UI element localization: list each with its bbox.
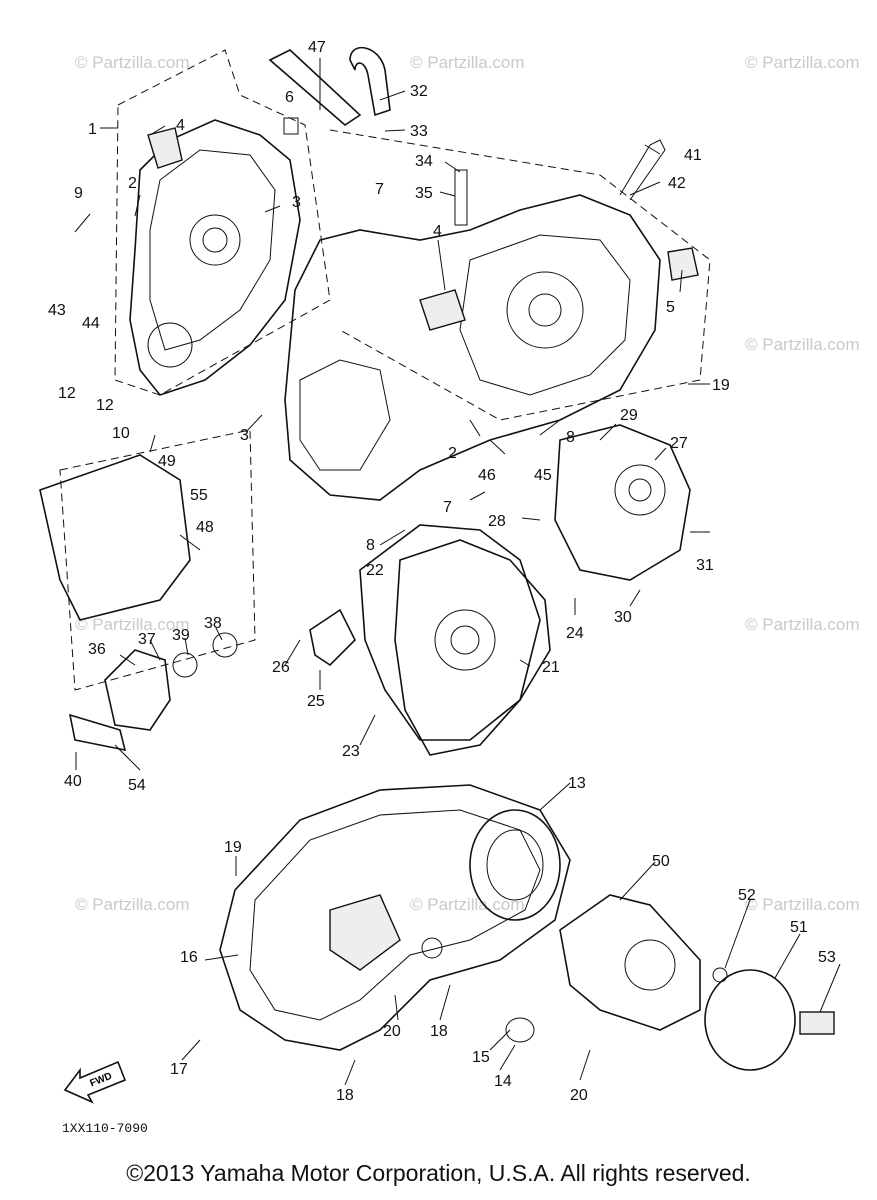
callout-25: 25 bbox=[307, 693, 325, 710]
callout-27: 27 bbox=[670, 435, 688, 452]
callout-3: 3 bbox=[240, 427, 249, 444]
callout-40: 40 bbox=[64, 773, 82, 790]
callout-50: 50 bbox=[652, 853, 670, 870]
right-crankcase bbox=[284, 194, 699, 501]
diagram-reference-code: 1XX110-7090 bbox=[62, 1121, 148, 1136]
oil-pump-assembly bbox=[68, 632, 238, 752]
left-cover bbox=[39, 454, 191, 621]
callout-46: 46 bbox=[478, 467, 496, 484]
callout-24: 24 bbox=[566, 625, 584, 642]
callout-19: 19 bbox=[712, 377, 730, 394]
callout-36: 36 bbox=[88, 641, 106, 658]
callout-2: 2 bbox=[128, 175, 137, 192]
callout-39: 39 bbox=[172, 627, 190, 644]
callout-38: 38 bbox=[204, 615, 222, 632]
callout-9: 9 bbox=[74, 185, 83, 202]
callout-41: 41 bbox=[684, 147, 702, 164]
watermark: © Partzilla.com bbox=[75, 53, 190, 72]
callout-7: 7 bbox=[375, 181, 384, 198]
callout-45: 45 bbox=[534, 467, 552, 484]
callout-4: 4 bbox=[433, 223, 442, 240]
callout-13: 13 bbox=[568, 775, 586, 792]
crankcase-cover bbox=[309, 524, 551, 756]
callout-2: 2 bbox=[448, 445, 457, 462]
callout-6: 6 bbox=[285, 89, 294, 106]
watermark: © Partzilla.com bbox=[745, 335, 860, 354]
callout-33: 33 bbox=[410, 123, 428, 140]
callout-1: 1 bbox=[88, 121, 97, 138]
callout-18: 18 bbox=[430, 1023, 448, 1040]
callout-5: 5 bbox=[666, 299, 675, 316]
callout-37: 37 bbox=[138, 631, 156, 648]
callout-7: 7 bbox=[443, 499, 452, 516]
bearing-housing bbox=[554, 424, 691, 581]
callout-8: 8 bbox=[366, 537, 375, 554]
callout-32: 32 bbox=[410, 83, 428, 100]
callout-23: 23 bbox=[342, 743, 360, 760]
callout-22: 22 bbox=[366, 562, 384, 579]
callout-54: 54 bbox=[128, 777, 146, 794]
callout-8: 8 bbox=[566, 429, 575, 446]
callout-18: 18 bbox=[336, 1087, 354, 1104]
callout-47: 47 bbox=[308, 39, 326, 56]
watermark: © Partzilla.com bbox=[410, 895, 525, 914]
callout-31: 31 bbox=[696, 557, 714, 574]
callout-21: 21 bbox=[542, 659, 560, 676]
callout-16: 16 bbox=[180, 949, 198, 966]
callouts: 47 32 33 6 1 4 34 41 42 7 35 9 2 3 4 43 … bbox=[48, 39, 836, 1104]
callout-49: 49 bbox=[158, 453, 176, 470]
callout-10: 10 bbox=[112, 425, 130, 442]
callout-17: 17 bbox=[170, 1061, 188, 1078]
callout-52: 52 bbox=[738, 887, 756, 904]
callout-51: 51 bbox=[790, 919, 808, 936]
callout-19: 19 bbox=[224, 839, 242, 856]
forward-arrow-icon: FWD bbox=[63, 1060, 127, 1104]
oil-hose bbox=[268, 46, 666, 226]
callout-20: 20 bbox=[570, 1087, 588, 1104]
callout-55: 55 bbox=[190, 487, 208, 504]
copyright-notice: ©2013 Yamaha Motor Corporation, U.S.A. A… bbox=[126, 1160, 751, 1186]
callout-43: 43 bbox=[48, 302, 66, 319]
left-crankcase bbox=[129, 119, 301, 396]
callout-28: 28 bbox=[488, 513, 506, 530]
callout-26: 26 bbox=[272, 659, 290, 676]
callout-44: 44 bbox=[82, 315, 100, 332]
callout-14: 14 bbox=[494, 1073, 512, 1090]
callout-12: 12 bbox=[96, 397, 114, 414]
callout-30: 30 bbox=[614, 609, 632, 626]
watermark: © Partzilla.com bbox=[75, 615, 190, 634]
watermark: © Partzilla.com bbox=[75, 895, 190, 914]
duct-cover bbox=[421, 894, 835, 1071]
transmission-cover bbox=[219, 784, 571, 1051]
watermark: © Partzilla.com bbox=[745, 895, 860, 914]
assembly-outlines bbox=[59, 49, 711, 691]
callout-35: 35 bbox=[415, 185, 433, 202]
callout-29: 29 bbox=[620, 407, 638, 424]
watermarks: © Partzilla.com © Partzilla.com © Partzi… bbox=[75, 53, 860, 914]
watermark: © Partzilla.com bbox=[745, 615, 860, 634]
callout-48: 48 bbox=[196, 519, 214, 536]
callout-12: 12 bbox=[58, 385, 76, 402]
callout-4: 4 bbox=[176, 117, 185, 134]
callout-20: 20 bbox=[383, 1023, 401, 1040]
callout-34: 34 bbox=[415, 153, 433, 170]
callout-42: 42 bbox=[668, 175, 686, 192]
callout-3: 3 bbox=[292, 194, 301, 211]
leader-lines bbox=[74, 58, 841, 1086]
callout-53: 53 bbox=[818, 949, 836, 966]
watermark: © Partzilla.com bbox=[410, 53, 525, 72]
watermark: © Partzilla.com bbox=[745, 53, 860, 72]
callout-15: 15 bbox=[472, 1049, 490, 1066]
